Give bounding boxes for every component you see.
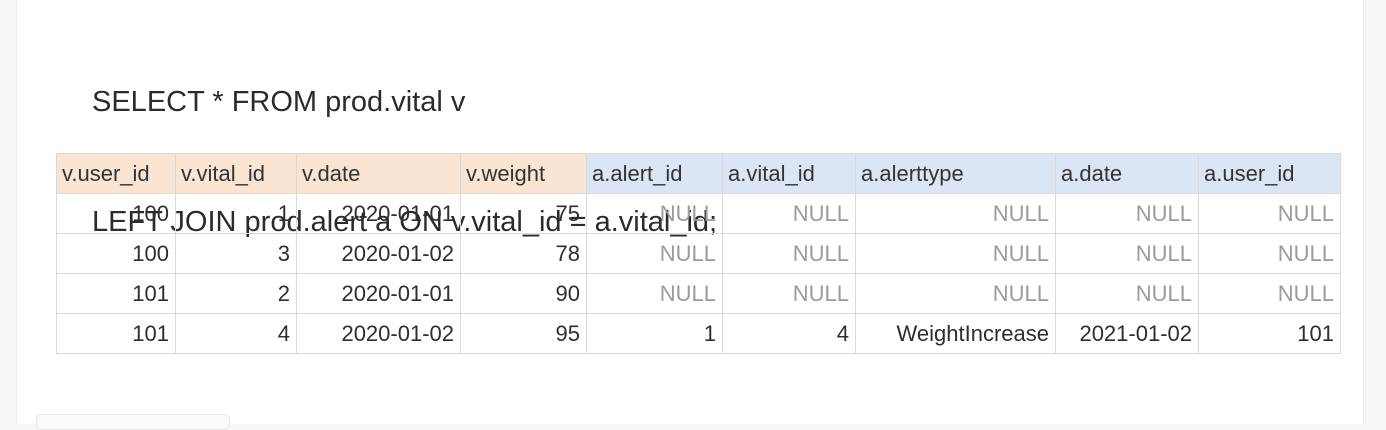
table-cell: 2020-01-01: [296, 193, 461, 234]
table-cell: WeightIncrease: [855, 313, 1056, 354]
table-cell: NULL: [1055, 273, 1199, 314]
table-cell: 4: [175, 313, 297, 354]
table-cell: 95: [460, 313, 587, 354]
table-cell: NULL: [1055, 193, 1199, 234]
header-row: v.user_id v.vital_id v.date v.weight a.a…: [56, 153, 1341, 194]
table-cell: 2020-01-02: [296, 233, 461, 274]
column-header-v-date: v.date: [296, 153, 461, 194]
table-cell: 101: [1198, 313, 1341, 354]
table-cell: NULL: [855, 193, 1056, 234]
table-cell: NULL: [586, 233, 723, 274]
table-cell: 2020-01-01: [296, 273, 461, 314]
table-cell: NULL: [722, 233, 856, 274]
table-cell: 75: [460, 193, 587, 234]
table-cell: 100: [56, 233, 176, 274]
table-cell: 2021-01-02: [1055, 313, 1199, 354]
table-cell: NULL: [722, 193, 856, 234]
table-cell: NULL: [722, 273, 856, 314]
table-cell: NULL: [1198, 273, 1341, 314]
column-header-a-vital-id: a.vital_id: [722, 153, 856, 194]
result-table: v.user_id v.vital_id v.date v.weight a.a…: [56, 153, 1341, 354]
table-cell: 101: [56, 273, 176, 314]
table-cell: NULL: [586, 193, 723, 234]
table-row: 101 2 2020-01-01 90 NULL NULL NULL NULL …: [56, 273, 1341, 314]
table-cell: 3: [175, 233, 297, 274]
table-cell: NULL: [586, 273, 723, 314]
column-header-a-alert-id: a.alert_id: [586, 153, 723, 194]
bottom-tab[interactable]: [36, 414, 230, 430]
table-cell: 2: [175, 273, 297, 314]
table-cell: 101: [56, 313, 176, 354]
column-header-a-date: a.date: [1055, 153, 1199, 194]
column-header-v-weight: v.weight: [460, 153, 587, 194]
column-header-a-alerttype: a.alerttype: [855, 153, 1056, 194]
sql-line-select: SELECT * FROM prod.vital v: [92, 86, 466, 118]
table-cell: NULL: [1198, 193, 1341, 234]
table-row: 101 4 2020-01-02 95 1 4 WeightIncrease 2…: [56, 313, 1341, 354]
table-cell: 1: [175, 193, 297, 234]
table-cell: NULL: [855, 273, 1056, 314]
table-cell: 100: [56, 193, 176, 234]
column-header-v-vital-id: v.vital_id: [175, 153, 297, 194]
table-cell: NULL: [1055, 233, 1199, 274]
column-header-v-user-id: v.user_id: [56, 153, 176, 194]
table-cell: 90: [460, 273, 587, 314]
table-row: 100 1 2020-01-01 75 NULL NULL NULL NULL …: [56, 193, 1341, 234]
table-cell: 1: [586, 313, 723, 354]
table-row: 100 3 2020-01-02 78 NULL NULL NULL NULL …: [56, 233, 1341, 274]
table-cell: NULL: [1198, 233, 1341, 274]
table-cell: 4: [722, 313, 856, 354]
table-cell: 2020-01-02: [296, 313, 461, 354]
table-cell: NULL: [855, 233, 1056, 274]
column-header-a-user-id: a.user_id: [1198, 153, 1341, 194]
table-cell: 78: [460, 233, 587, 274]
